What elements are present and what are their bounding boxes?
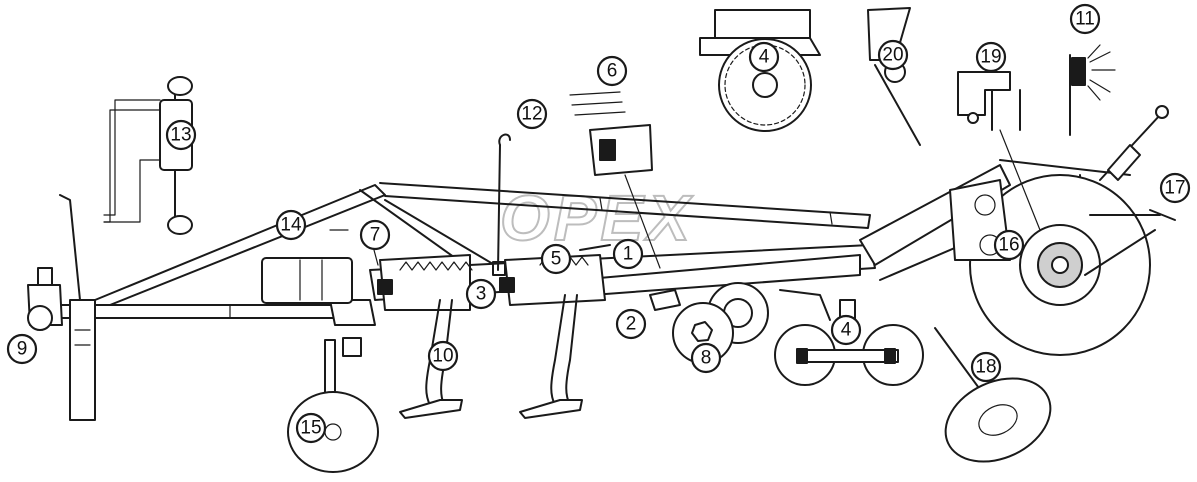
- svg-text:7: 7: [370, 225, 381, 246]
- svg-text:4: 4: [841, 320, 852, 341]
- svg-text:5: 5: [551, 249, 562, 270]
- svg-text:12: 12: [521, 104, 542, 125]
- seed-box: [261, 257, 353, 304]
- disc-coulter: [934, 327, 1052, 463]
- callout-13: 13: [165, 119, 197, 151]
- svg-text:16: 16: [998, 235, 1019, 256]
- gauge-wheels: [774, 289, 924, 386]
- svg-text:13: 13: [170, 125, 191, 146]
- svg-text:10: 10: [432, 346, 453, 367]
- svg-text:2: 2: [626, 314, 637, 335]
- callout-18: 18: [970, 351, 1002, 383]
- callout-11: 11: [1069, 3, 1101, 35]
- rear-cylinder: [1099, 105, 1176, 221]
- svg-text:9: 9: [17, 339, 28, 360]
- svg-text:4: 4: [759, 47, 770, 68]
- callout-5: 5: [540, 243, 572, 275]
- spring-tine: [569, 91, 653, 176]
- callout-1: 1: [612, 238, 644, 270]
- callout-17: 17: [1159, 172, 1191, 204]
- callout-6: 6: [596, 55, 628, 87]
- callout-4-bottom: 4: [830, 314, 862, 346]
- star-wheel: [699, 9, 821, 132]
- packer-wheel: [649, 282, 769, 364]
- svg-text:18: 18: [975, 357, 996, 378]
- callout-10: 10: [427, 340, 459, 372]
- rear-wheel: [949, 174, 1161, 356]
- callout-3: 3: [465, 278, 497, 310]
- callout-7: 7: [359, 219, 391, 251]
- hydraulic-cylinder: [103, 76, 193, 235]
- svg-text:1: 1: [623, 244, 634, 265]
- hitch-jack: [27, 267, 63, 331]
- callout-2: 2: [615, 308, 647, 340]
- svg-text:15: 15: [300, 418, 321, 439]
- marker-rod: [492, 133, 511, 276]
- svg-text:8: 8: [701, 348, 712, 369]
- callout-19: 19: [975, 41, 1007, 73]
- callout-16: 16: [993, 229, 1025, 261]
- svg-text:14: 14: [280, 215, 302, 236]
- callout-4-top: 4: [748, 41, 780, 73]
- lamp: [1069, 44, 1116, 136]
- depth-wheel: [287, 337, 379, 473]
- callout-14: 14: [275, 209, 307, 241]
- svg-text:17: 17: [1164, 178, 1185, 199]
- shanks: [399, 294, 583, 419]
- callout-9: 9: [6, 333, 38, 365]
- bracket: [957, 71, 1021, 131]
- svg-text:20: 20: [882, 45, 903, 66]
- callout-15: 15: [295, 412, 327, 444]
- svg-text:19: 19: [980, 47, 1001, 68]
- svg-text:6: 6: [607, 61, 618, 82]
- callout-12: 12: [516, 98, 548, 130]
- spring-clip: [867, 7, 921, 146]
- callout-8: 8: [690, 342, 722, 374]
- callout-20: 20: [877, 39, 909, 71]
- svg-text:11: 11: [1075, 9, 1095, 30]
- svg-text:3: 3: [476, 284, 487, 305]
